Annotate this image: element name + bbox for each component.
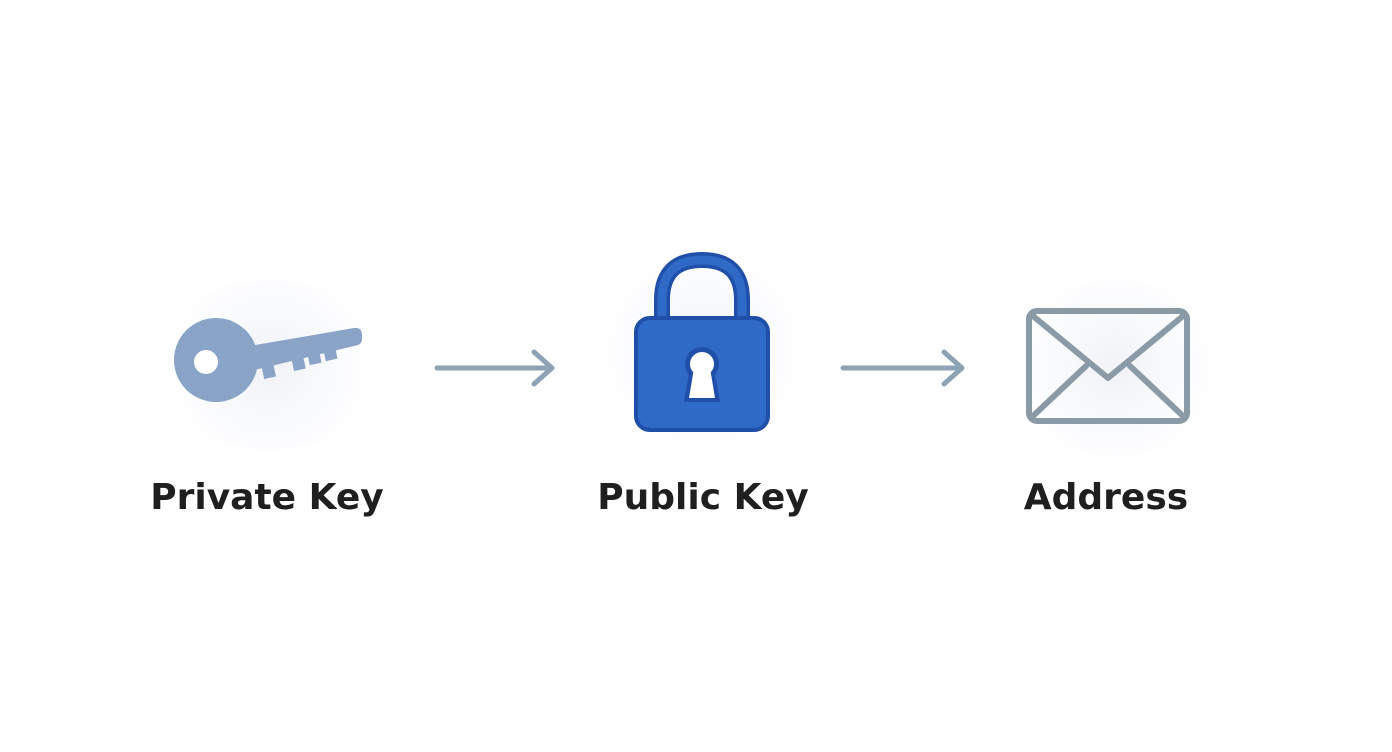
key-icon bbox=[174, 318, 362, 402]
padlock-icon bbox=[634, 252, 770, 432]
arrow-private-to-public bbox=[434, 349, 555, 387]
address-label: Address bbox=[1023, 477, 1189, 518]
arrow-public-to-address bbox=[840, 349, 965, 387]
public-key-label: Public Key bbox=[597, 477, 809, 518]
envelope-icon bbox=[1026, 308, 1190, 424]
private-key-label: Private Key bbox=[150, 477, 384, 518]
